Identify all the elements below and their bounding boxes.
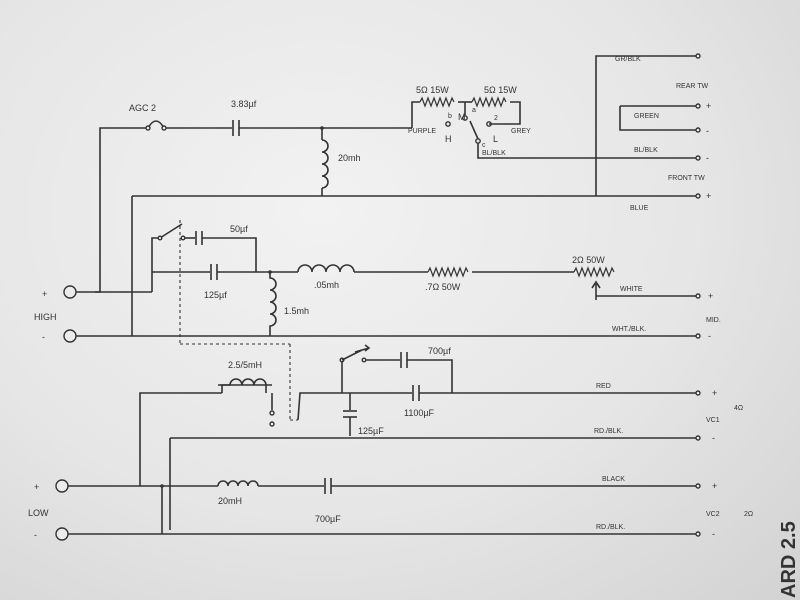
switch-l-label: L xyxy=(493,134,498,144)
resistor-5ohm-a xyxy=(419,96,455,108)
high-label: HIGH xyxy=(34,312,57,322)
fuse-label: AGC 2 xyxy=(129,103,156,113)
wire-4ohm: 4Ω xyxy=(734,405,743,412)
low-minus-sign: - xyxy=(34,530,37,540)
wire-rd-blk-1: RD./BLK. xyxy=(594,428,623,435)
low-plus-terminal[interactable] xyxy=(55,479,69,493)
wire-2ohm: 2Ω xyxy=(744,511,753,518)
cap-125a-label: 125µf xyxy=(204,290,227,300)
wire-front-tw: FRONT TW xyxy=(668,175,705,182)
bl-blk-inner-label: BL/BLK xyxy=(482,150,506,157)
inductor-05mh xyxy=(297,264,355,273)
switch-m-label: M xyxy=(458,112,466,122)
wire-wht-blk: WHT./BLK. xyxy=(612,326,646,333)
cap-125b-label: 125µF xyxy=(358,426,384,436)
tweeter-section: AGC 2 3.83µf 20mh 5Ω 15W 5Ω 15W M H L xyxy=(95,85,696,336)
resistor-2ohm xyxy=(573,266,615,278)
cap-700b-label: 700µF xyxy=(315,514,341,524)
high-input: + HIGH - xyxy=(34,285,696,343)
inductor-20mh-low xyxy=(217,480,259,487)
vc1-plus-sign: + xyxy=(712,388,717,398)
ind-15-label: 1.5mh xyxy=(284,306,309,316)
purple-label: PURPLE xyxy=(408,128,436,135)
resistor-0-7ohm xyxy=(427,266,469,278)
front-plus-sign: + xyxy=(706,191,711,201)
res-2-label: 2Ω 50W xyxy=(572,255,605,265)
vc2-plus-sign: + xyxy=(712,481,717,491)
cap-700a-label: 700µf xyxy=(428,346,451,356)
capacitor-700uf-a xyxy=(400,352,408,368)
ind-20mh-label: 20mH xyxy=(218,496,242,506)
mid-minus-sign: - xyxy=(708,331,711,341)
wire-white: WHITE xyxy=(620,286,643,293)
page-stamp: ARD 2.5 xyxy=(778,521,800,598)
grey-label: GREY xyxy=(511,128,531,135)
high-plus-sign: + xyxy=(42,289,47,299)
res-5b-label: 5Ω 15W xyxy=(484,85,517,95)
high-minus-sign: - xyxy=(42,332,45,342)
inductor-2-5-5mh xyxy=(221,378,267,393)
low-label: LOW xyxy=(28,508,49,518)
mid-plus-sign: + xyxy=(708,291,713,301)
capacitor-125uf-mid xyxy=(210,264,218,280)
tweeter-outputs: GR/BLK REAR TW GREEN BL/BLK FRONT TW BLU… xyxy=(595,53,711,212)
vc2-minus-sign: - xyxy=(712,529,715,539)
res-5a-label: 5Ω 15W xyxy=(416,85,449,95)
wire-bl-blk: BL/BLK xyxy=(634,147,658,154)
low-plus-sign: + xyxy=(34,482,39,492)
wire-green: GREEN xyxy=(634,113,659,120)
switch-b-label: b xyxy=(448,113,452,120)
woofer-vc1-section: 2.5/5mH 700µf 1100µF 125µF xyxy=(139,343,743,530)
capacitor-700uf-b xyxy=(324,478,332,494)
cap-50-label: 50µf xyxy=(230,224,248,234)
ind-20mh-label: 20mh xyxy=(338,153,361,163)
switch-h-label: H xyxy=(445,134,452,144)
res-7-label: .7Ω 50W xyxy=(425,282,461,292)
wire-vc2: VC2 xyxy=(706,511,720,518)
wire-blue: BLUE xyxy=(630,205,649,212)
high-plus-terminal[interactable] xyxy=(63,285,77,299)
low-minus-terminal[interactable] xyxy=(55,527,69,541)
ind-05-label: .05mh xyxy=(314,280,339,290)
vc1-minus-sign: - xyxy=(712,433,715,443)
wire-vc1: VC1 xyxy=(706,417,720,424)
capacitor-50uf xyxy=(195,231,203,245)
front-minus-sign: - xyxy=(706,126,709,136)
switch-a-label: a xyxy=(472,107,476,114)
capacitor-3-83uf xyxy=(232,120,240,136)
capacitor-1100uf xyxy=(412,385,420,401)
switch-c-label: c xyxy=(482,142,486,149)
wire-gr-blk: GR/BLK xyxy=(615,56,641,63)
rear-plus-sign: + xyxy=(706,101,711,111)
ind-25-label: 2.5/5mH xyxy=(228,360,262,370)
capacitor-125uf-low xyxy=(343,410,357,418)
cap-1100-label: 1100µF xyxy=(404,408,435,418)
high-minus-terminal[interactable] xyxy=(63,329,77,343)
inductor-20mh xyxy=(321,139,329,189)
inductor-1-5mh xyxy=(269,272,277,336)
wire-black: BLACK xyxy=(602,476,625,483)
wire-rear-tw: REAR TW xyxy=(676,83,709,90)
woofer-vc2-section: + LOW - 20mH 700µF BLACK RD./BLK. + - VC… xyxy=(28,476,753,541)
mid-section: 50µf 125µf 1.5mh .05mh .7Ω 50W 2Ω 50W WH… xyxy=(151,220,721,344)
cap-3-83-label: 3.83µf xyxy=(231,99,257,109)
wire-mid: MID. xyxy=(706,317,721,324)
wire-rd-blk-2: RD./BLK. xyxy=(596,524,625,531)
resistor-5ohm-b xyxy=(471,96,507,108)
switch-2-label: 2 xyxy=(494,115,498,122)
wire-red: RED xyxy=(596,383,611,390)
rear-minus-sign: - xyxy=(706,153,709,163)
